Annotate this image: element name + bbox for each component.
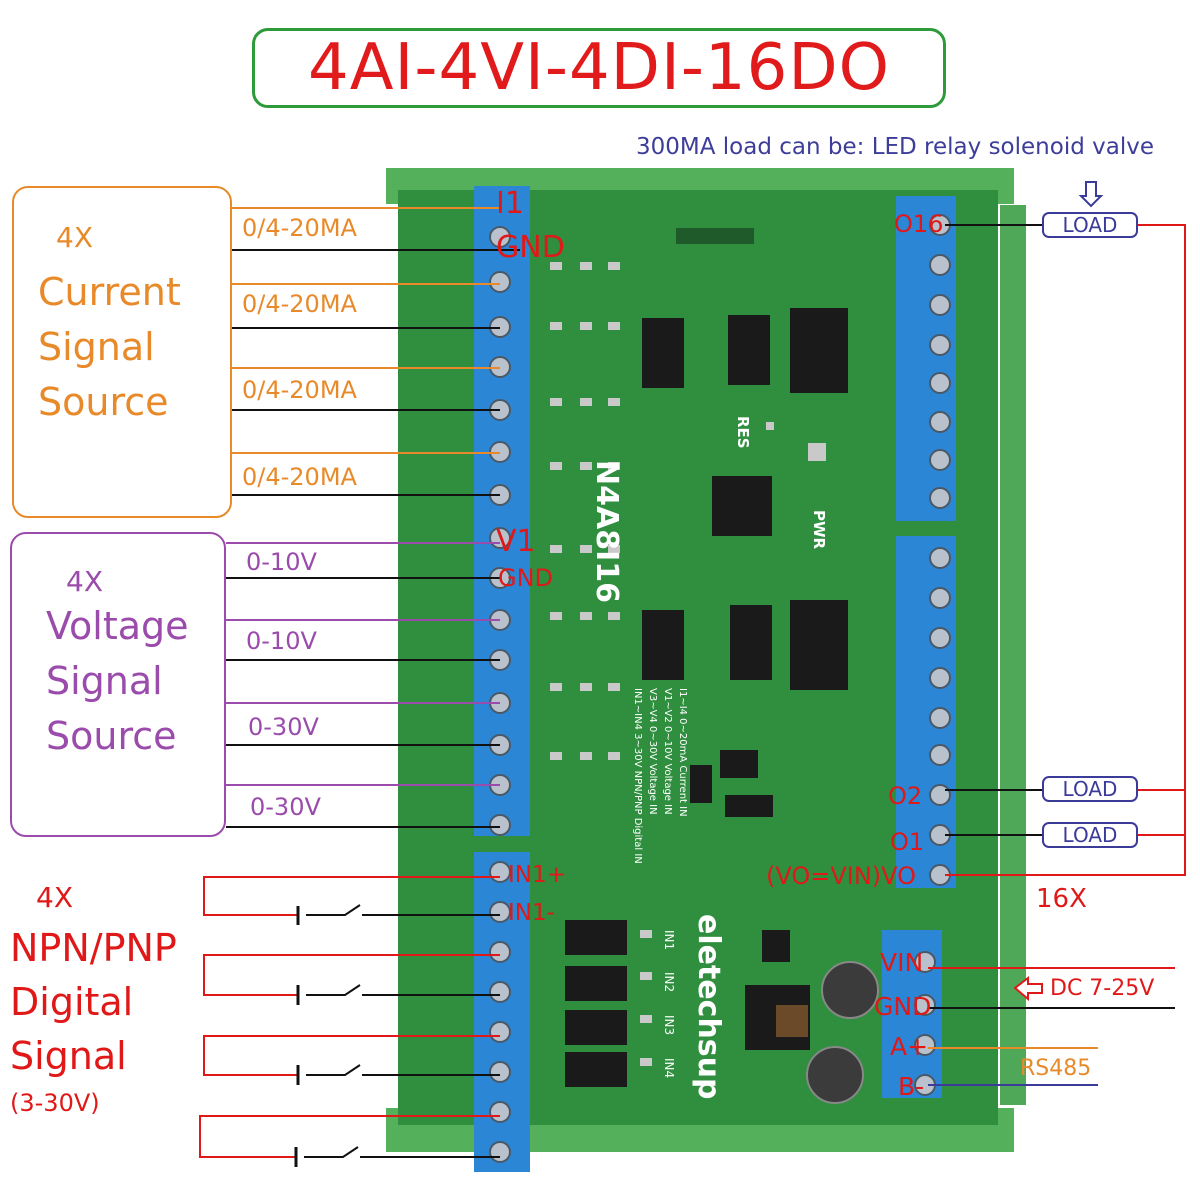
digital-count: 4X (36, 881, 73, 914)
voltage-range-3: 0-30V (248, 713, 319, 741)
board-res: RES (734, 416, 752, 449)
current-line1: Current (38, 270, 181, 314)
board-in3: IN3 (662, 1015, 676, 1036)
digital-wires (199, 876, 500, 1167)
load-box-o1: LOAD (1042, 822, 1138, 848)
digital-line1: NPN/PNP (10, 926, 177, 970)
terminal-o2: O2 (888, 782, 923, 810)
voltage-wires (226, 542, 500, 828)
rail-right (1000, 205, 1026, 1105)
board-spec-2: V1~V2 0~10V Voltage IN (662, 688, 673, 815)
output-wires (945, 224, 1186, 876)
power-wires (928, 967, 1175, 1086)
outputs-count: 16X (1036, 884, 1087, 914)
current-wires (230, 207, 520, 496)
terminal-in1m: IN1- (508, 900, 555, 926)
terminal-a: A+ (890, 1032, 929, 1061)
voltage-group-box (10, 532, 226, 837)
current-count: 4X (56, 221, 93, 254)
arrow-icons (1013, 975, 1043, 1002)
voltage-range-4: 0-30V (250, 793, 321, 821)
voltage-range-2: 0-10V (246, 627, 317, 655)
terminal-o16: O16 (894, 210, 944, 238)
board-spec-3: V3~V4 0~30V Voltage IN (647, 688, 658, 815)
current-range-4: 0/4-20MA (242, 463, 357, 491)
current-range-2: 0/4-20MA (242, 290, 357, 318)
capacitors (806, 961, 879, 1104)
title-box: 4AI-4VI-4DI-16DO (252, 28, 946, 108)
terminal-gnd-c: GND (874, 992, 932, 1021)
title: 4AI-4VI-4DI-16DO (308, 31, 890, 105)
terminal-v1: V1 (496, 524, 536, 559)
digital-line3: Signal (10, 1034, 127, 1078)
board-model: N4A8I16 (589, 460, 624, 603)
terminal-vo: (VO=VIN)VO (766, 862, 917, 890)
voltage-line3: Source (46, 714, 177, 758)
board-in1: IN1 (662, 930, 676, 951)
load-box-o16: LOAD (1042, 212, 1138, 238)
terminal-gnd-a: GND (496, 230, 565, 265)
digital-line4: (3-30V) (10, 1089, 100, 1117)
arrow-left-icon (1013, 975, 1043, 1002)
ic-chips (565, 308, 848, 1087)
current-range-3: 0/4-20MA (242, 376, 357, 404)
voltage-line2: Signal (46, 659, 163, 703)
digital-line2: Digital (10, 980, 134, 1024)
voltage-range-1: 0-10V (246, 548, 317, 576)
rs485-label: RS485 (1020, 1056, 1092, 1081)
terminal-block-analog (474, 186, 530, 836)
terminal-gnd-b: GND (498, 564, 554, 592)
current-range-1: 0/4-20MA (242, 214, 357, 242)
smd-components (550, 262, 826, 1066)
board-in2: IN2 (662, 972, 676, 993)
power-label: DC 7-25V (1050, 976, 1155, 1001)
inductor (776, 1005, 808, 1037)
voltage-line1: Voltage (46, 604, 189, 648)
header-pins (676, 228, 754, 244)
current-line2: Signal (38, 325, 155, 369)
board-spec-4: IN1~IN4 3~30V NPN/PNP Digital IN (632, 688, 643, 864)
board-in4: IN4 (662, 1058, 676, 1079)
terminal-i1: I1 (496, 186, 524, 221)
arrow-down-icon (1078, 181, 1104, 208)
load-note: 300MA load can be: LED relay solenoid va… (636, 134, 1154, 160)
terminal-b: B- (898, 1072, 925, 1101)
board-pwr: PWR (810, 510, 828, 550)
load-box-o2: LOAD (1042, 776, 1138, 802)
voltage-count: 4X (66, 565, 103, 598)
terminal-in1p: IN1+ (508, 862, 566, 888)
terminal-block-outputs-1 (896, 196, 956, 521)
current-line3: Source (38, 380, 169, 424)
current-group-box (12, 186, 232, 518)
terminal-vin: VIN (880, 948, 924, 977)
terminal-o1: O1 (890, 828, 925, 856)
board-spec-1: I1~I4 0~20mA Current IN (677, 688, 688, 817)
board-brand: eletechsup (691, 914, 726, 1100)
